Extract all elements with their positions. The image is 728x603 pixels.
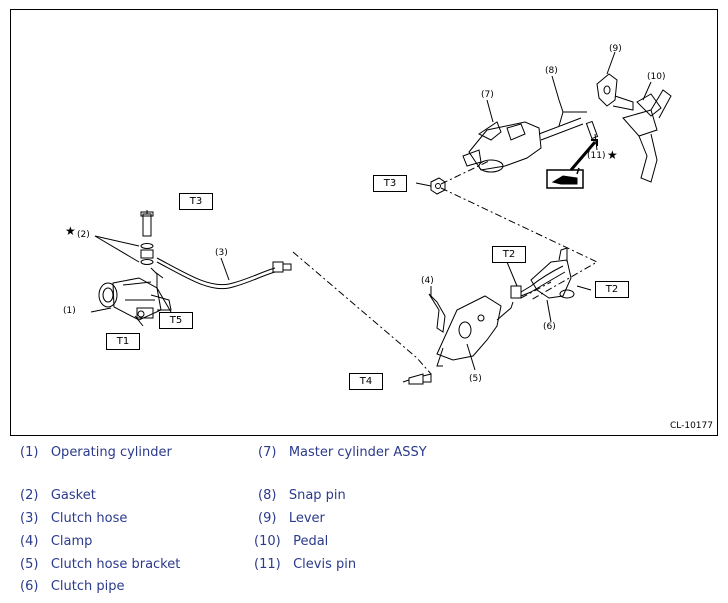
legend-item: (4) Clamp <box>20 534 92 549</box>
star-mark-icon: ★ <box>65 224 76 238</box>
legend-name: Snap pin <box>288 488 346 503</box>
torque-label-t5: T5 <box>159 312 193 329</box>
clutch-hose <box>156 257 292 290</box>
fluid-symbol <box>546 167 584 189</box>
clutch-pipe <box>510 247 575 299</box>
callout-3: (3) <box>215 248 228 258</box>
pedal <box>622 89 672 183</box>
leader-lines <box>292 159 599 375</box>
legend-item: (8) Snap pin <box>258 488 346 503</box>
legend-number: (11) <box>254 557 281 572</box>
parts-legend: (1) Operating cylinder (7) Master cylind… <box>0 440 728 603</box>
torque-label-t4: T4 <box>349 373 383 390</box>
legend-item: (7) Master cylinder ASSY <box>258 445 427 460</box>
legend-name: Clutch hose <box>50 511 128 526</box>
callout-8: (8) <box>545 66 558 76</box>
legend-name: Gasket <box>50 488 96 503</box>
callout-4: (4) <box>421 276 434 286</box>
legend-item: (6) Clutch pipe <box>20 579 125 594</box>
snap-pin <box>558 99 587 127</box>
legend-name: Lever <box>288 511 325 526</box>
legend-number: (9) <box>258 511 277 526</box>
lever <box>596 73 634 111</box>
clamp <box>428 293 446 333</box>
callout-6: (6) <box>543 322 556 332</box>
nut-t3 <box>430 177 446 195</box>
legend-item: (11) Clevis pin <box>254 557 356 572</box>
legend-number: (4) <box>20 534 39 549</box>
clutch-hose-bracket <box>436 295 514 367</box>
legend-name: Clevis pin <box>293 557 357 572</box>
gasket-and-bolt <box>140 211 164 288</box>
legend-item: (5) Clutch hose bracket <box>20 557 180 572</box>
fluid-arrowhead <box>591 139 598 146</box>
star-mark-icon: ★ <box>607 148 618 162</box>
legend-name: Master cylinder ASSY <box>288 445 427 460</box>
legend-number: (3) <box>20 511 39 526</box>
torque-label-t1: T1 <box>106 333 140 350</box>
legend-name: Pedal <box>293 534 329 549</box>
legend-number: (6) <box>20 579 39 594</box>
diagram-drawing <box>90 51 672 385</box>
legend-number: (1) <box>20 445 39 460</box>
legend-number: (7) <box>258 445 277 460</box>
legend-item: (2) Gasket <box>20 488 96 503</box>
callout-7: (7) <box>481 90 494 100</box>
clevis-pin <box>585 120 599 140</box>
legend-name: Clutch pipe <box>50 579 125 594</box>
torque-label-t2: T2 <box>492 246 526 263</box>
torque-label-t3: T3 <box>373 175 407 192</box>
figure-id: CL-10177 <box>669 421 713 431</box>
legend-number: (2) <box>20 488 39 503</box>
torque-label-t2: T2 <box>595 281 629 298</box>
legend-item: (9) Lever <box>258 511 325 526</box>
legend-name: Clamp <box>50 534 93 549</box>
legend-number: (8) <box>258 488 277 503</box>
legend-number: (5) <box>20 557 39 572</box>
torque-label-t3: T3 <box>179 193 213 210</box>
legend-item: (1) Operating cylinder <box>20 445 172 460</box>
master-cylinder <box>462 117 584 173</box>
callout-5: (5) <box>469 374 482 384</box>
legend-name: Operating cylinder <box>50 445 172 460</box>
bolt-t4 <box>408 373 432 385</box>
operating-cylinder <box>98 277 172 321</box>
callout-11: (11) <box>587 151 606 161</box>
legend-item: (3) Clutch hose <box>20 511 127 526</box>
fluid-arrow <box>569 141 597 171</box>
callout-leaders <box>90 51 652 383</box>
legend-number: (10) <box>254 534 281 549</box>
legend-item: (10) Pedal <box>254 534 328 549</box>
legend-name: Clutch hose bracket <box>50 557 181 572</box>
exploded-diagram: (1) (2) ★ (3) (4) (5) (6) (7) (8) (9) (1… <box>10 9 718 436</box>
callout-10: (10) <box>647 72 666 82</box>
callout-2: (2) <box>77 230 90 240</box>
callout-1: (1) <box>63 306 76 316</box>
callout-9: (9) <box>609 44 622 54</box>
